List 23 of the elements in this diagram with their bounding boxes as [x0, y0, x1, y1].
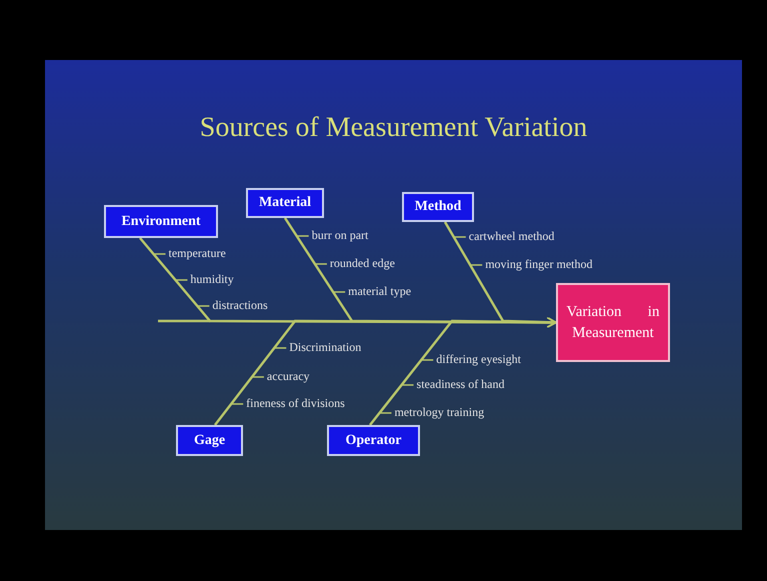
- cause-label: temperature: [168, 246, 226, 260]
- cause-label: accuracy: [266, 369, 310, 383]
- cause-label: metrology training: [394, 405, 484, 419]
- cause-label: cartwheel method: [468, 229, 554, 243]
- arrow: [369, 316, 557, 426]
- cause-label: differing eyesight: [436, 352, 522, 366]
- cause-label: fineness of divisions: [246, 396, 345, 410]
- cause-label: humidity: [190, 272, 234, 286]
- cause-label: moving finger method: [485, 257, 593, 271]
- category-box: Operator: [327, 425, 420, 456]
- category-box: Gage: [176, 425, 243, 456]
- category-box: Material: [246, 188, 324, 218]
- effect-box: Variation in Measurement: [556, 283, 670, 362]
- cause-label: Discrimination: [289, 340, 362, 354]
- slide-title: Sources of Measurement Variation: [198, 112, 588, 144]
- arrow: [444, 221, 557, 328]
- cause-label: material type: [348, 284, 412, 298]
- cause-label: distractions: [212, 298, 268, 312]
- cause-label: burr on part: [312, 228, 368, 242]
- cause-label: steadiness of hand: [416, 377, 505, 391]
- cause-label: rounded edge: [330, 256, 395, 270]
- category-box: Method: [402, 192, 474, 222]
- category-box: Environment: [104, 205, 218, 238]
